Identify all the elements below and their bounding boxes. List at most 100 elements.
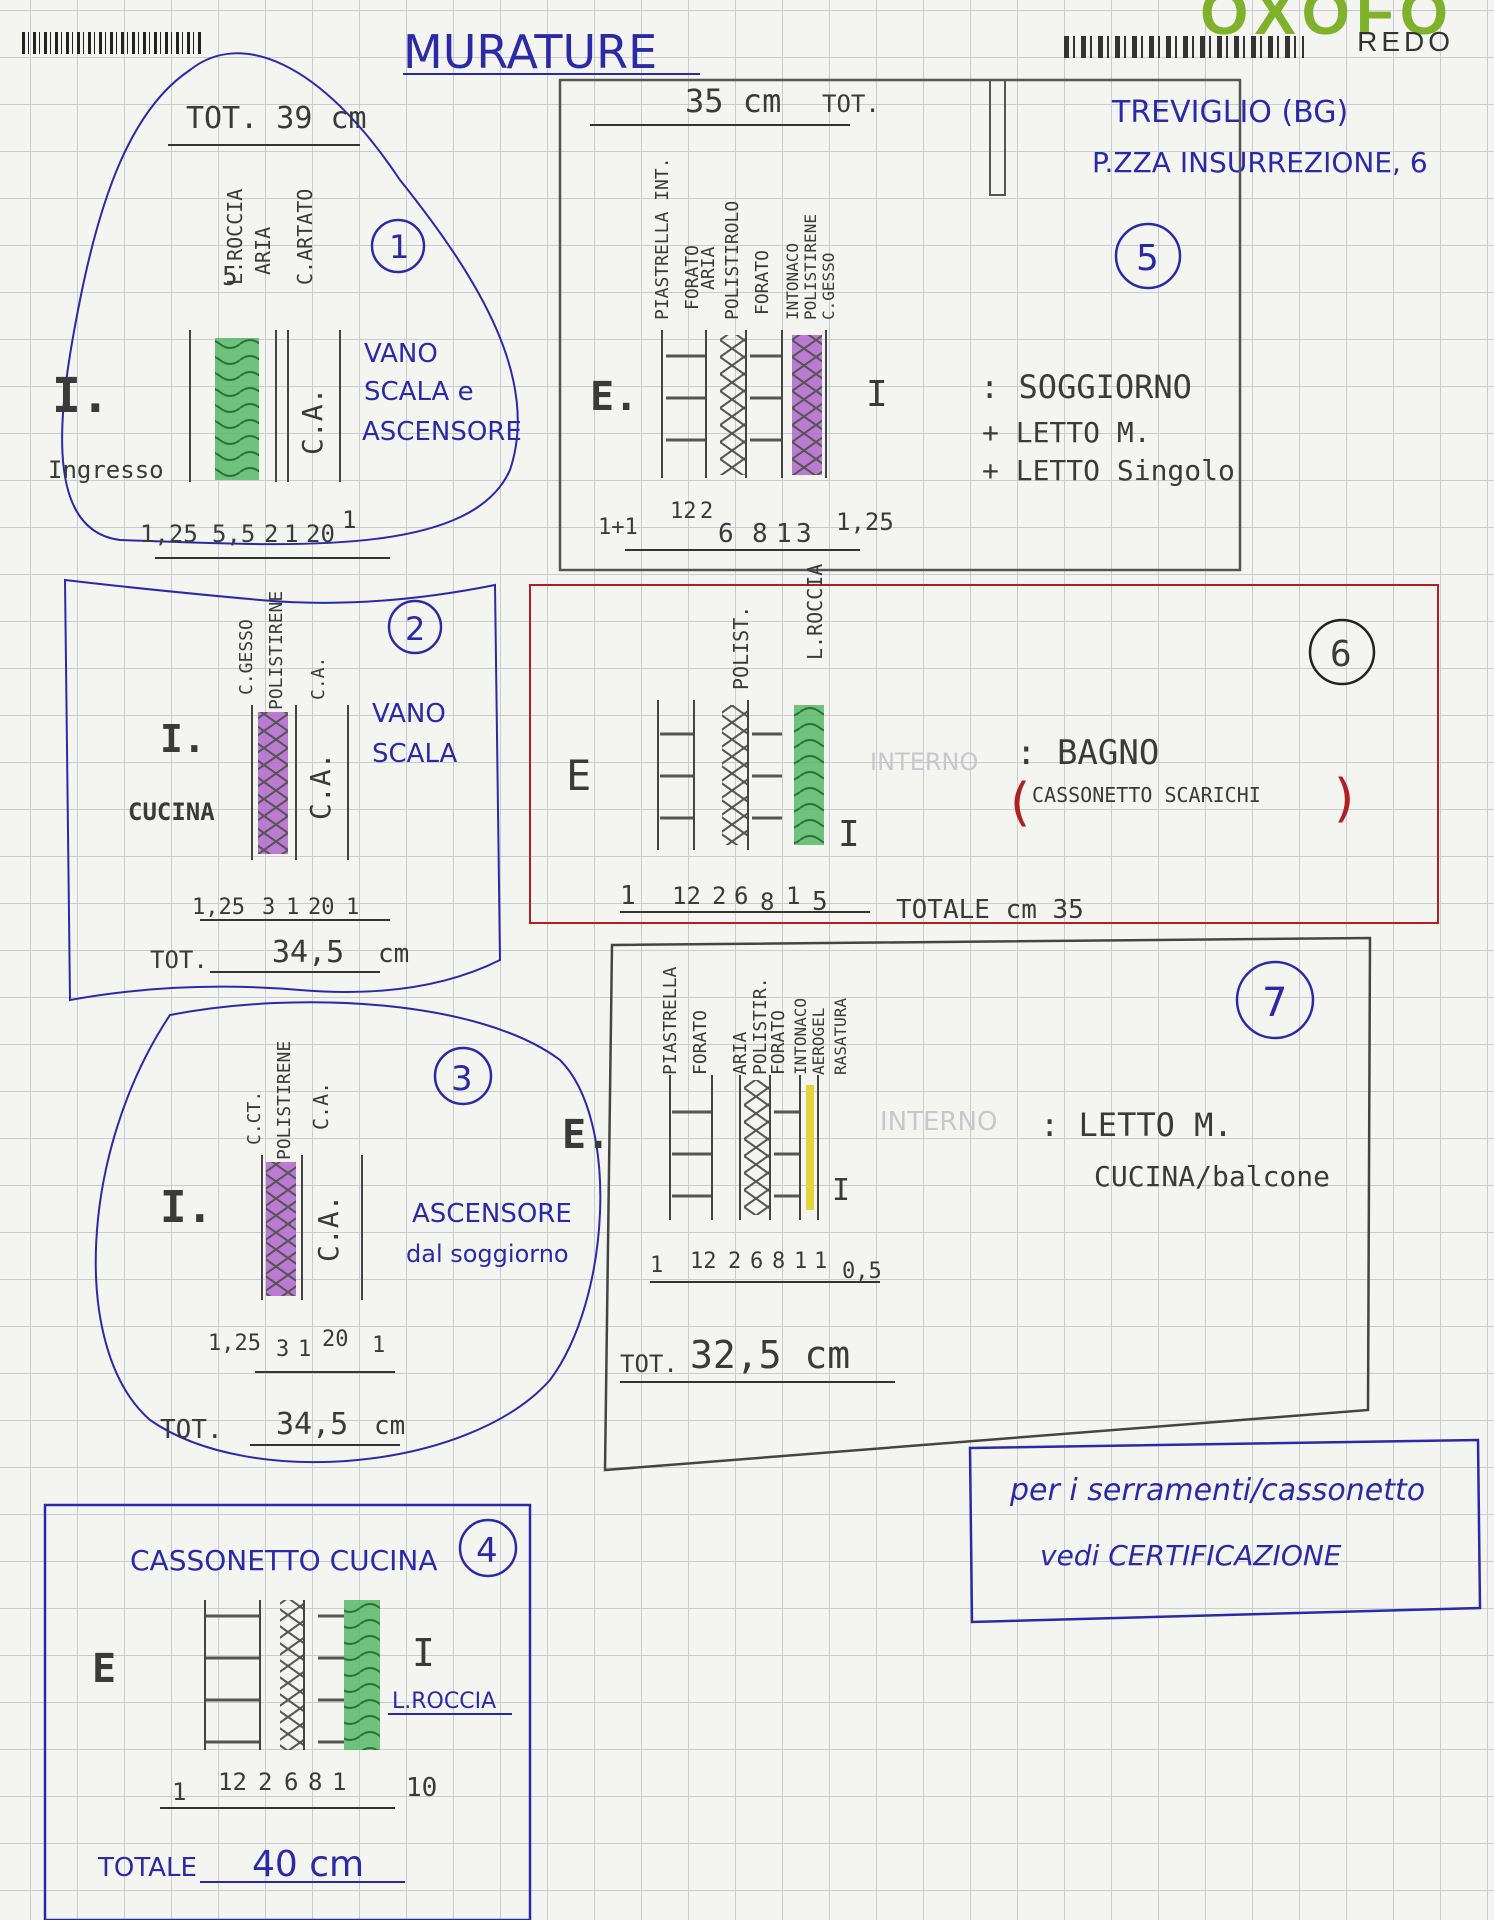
wall-7-dim-5: 8 <box>772 1249 785 1274</box>
wall-7-layer-2: FORATO <box>690 1010 711 1075</box>
wall-5-dim-2: 12 <box>670 499 697 524</box>
wall-6-dim-5: 8 <box>760 888 774 916</box>
wall-1-space-3: ASCENSORE <box>362 417 522 447</box>
wall-7-layer-1: PIASTRELLA <box>660 966 681 1075</box>
wall-6-dim-7: 5 <box>812 887 828 917</box>
wall-7-dim-1: 1 <box>650 1253 663 1278</box>
wall-7-dim-7: 1 <box>814 1249 827 1274</box>
wall-4-inner-label: I <box>412 1631 435 1675</box>
wall-6-faded-text: INTERNO <box>870 748 978 776</box>
wall-5-dim-4: 6 <box>718 519 734 549</box>
wall-4-dim-6: 1 <box>332 1768 346 1796</box>
wall-6-number: 6 <box>1330 634 1352 675</box>
wall-3-dim-3: 1 <box>298 1337 311 1362</box>
wall-3-layer-3: C.A. <box>309 1082 333 1130</box>
wall-7-dim-6: 1 <box>794 1249 807 1274</box>
wall-1-inner-room: Ingresso <box>48 456 164 484</box>
wall-5-room-3: + LETTO Singolo <box>982 454 1235 487</box>
wall-2: 2 C.GESSO POLISTIRENE C.A. I. CUCINA C.A… <box>63 578 502 1002</box>
wall-5-dim-3: 2 <box>700 499 713 524</box>
wall-5-total: 35 cm <box>685 82 781 120</box>
wall-7-layer-4: POLISTIR. <box>750 977 771 1075</box>
wall-2-ca: C.A. <box>304 753 337 820</box>
barcode-icon <box>22 32 204 54</box>
wall-1-dim-3: 2 <box>264 520 278 548</box>
wall-6: 6 POLIST. L.ROCCIA E I INTERNO : BAGNO C… <box>529 564 1439 925</box>
wall-5-layer-8: C.GESSO <box>819 253 838 320</box>
wall-4-total-value: 40 cm <box>252 1844 364 1885</box>
wall-1-total: TOT. 39 cm <box>186 101 367 136</box>
wall-6-dim-2: 12 <box>672 882 701 910</box>
wall-6-dim-3: 2 <box>712 882 726 910</box>
wall-4-title: CASSONETTO CUCINA <box>130 1544 438 1577</box>
wall-2-dim-4: 20 <box>308 895 335 920</box>
wall-1-dim-2: 5,5 <box>212 520 255 548</box>
wall-7-room-2: CUCINA/balcone <box>1094 1160 1330 1193</box>
wall-1: 1 TOT. 39 cm L.ROCCIA ARIA C.ARTATO 5 I.… <box>48 52 522 559</box>
sheet-title: MURATURE <box>403 25 657 79</box>
wall-6-outer-label: E <box>566 751 591 800</box>
wall-3-layer-2: POLISTIRENE <box>274 1041 295 1160</box>
note-box: per i serramenti/cassonetto vedi CERTIFI… <box>968 1438 1482 1624</box>
wall-4-total-label: TOTALE <box>97 1853 197 1883</box>
location-city: TREVIGLIO (BG) <box>1111 95 1348 130</box>
wall-5-layer-6: INTONACO <box>783 243 802 320</box>
wall-3-number: 3 <box>451 1059 473 1099</box>
wall-5-outer-label: E. <box>590 374 638 420</box>
wall-5-dim-8: 1,25 <box>836 508 894 536</box>
wall-7-total-label: TOT. <box>620 1350 678 1378</box>
wall-3-dim-2: 3 <box>276 1337 289 1362</box>
wall-2-dim-2: 3 <box>262 895 275 920</box>
wall-7-dim-8: 0,5 <box>842 1259 882 1284</box>
wall-1-space-2: SCALA e <box>364 377 474 407</box>
wall-4-insulation-label: L.ROCCIA <box>392 1689 496 1714</box>
note-line-1: per i serramenti/cassonetto <box>1009 1473 1425 1508</box>
wall-5: 5 35 cm TOT. PIASTRELLA INT. FORATO ARIA… <box>558 78 1242 572</box>
wall-3-total-value: 34,5 <box>276 1407 348 1442</box>
wall-2-total-unit: cm <box>378 939 409 969</box>
wall-3-dim-5: 1 <box>372 1333 385 1358</box>
wall-3-layer-1: C.CT. <box>244 1091 265 1145</box>
wall-1-dim-5: 20 <box>306 520 335 548</box>
wall-6-dim-4: 6 <box>734 882 748 910</box>
wall-3-space-2: dal soggiorno <box>406 1240 569 1268</box>
wall-7-room-1: : LETTO M. <box>1040 1106 1233 1144</box>
wall-7-layer-6: INTONACO <box>791 998 810 1075</box>
wall-7-dim-2: 12 <box>690 1249 717 1274</box>
wall-2-dim-3: 1 <box>286 895 299 920</box>
wall-7: 7 PIASTRELLA FORATO ARIA POLISTIR. FORAT… <box>562 936 1372 1472</box>
wall-2-number: 2 <box>405 610 425 648</box>
wall-4-dim-4: 6 <box>284 1768 298 1796</box>
wall-2-dim-1: 1,25 <box>192 895 245 920</box>
wall-4-dim-7: 10 <box>406 1773 437 1803</box>
wall-7-total-value: 32,5 cm <box>690 1333 850 1377</box>
wall-5-layer-2: FORATO <box>682 245 703 310</box>
wall-1-layer-2: ARIA <box>251 227 275 275</box>
wall-6-total: TOTALE cm 35 <box>896 895 1084 925</box>
wall-7-inner-label: I <box>832 1173 850 1208</box>
wall-7-dim-4: 6 <box>750 1249 763 1274</box>
wall-3-dim-1: 1,25 <box>208 1331 261 1356</box>
wall-4-dim-1: 1 <box>172 1778 186 1806</box>
wall-5-dim-1: 1+1 <box>598 515 638 540</box>
wall-7-dim-3: 2 <box>728 1249 741 1274</box>
wall-5-number: 5 <box>1136 238 1159 279</box>
wall-6-inner-label: I <box>838 814 860 855</box>
wall-2-inner-label: I. <box>160 717 206 761</box>
wall-5-room-2: + LETTO M. <box>982 416 1151 449</box>
wall-5-dim-7: 3 <box>796 519 812 549</box>
wall-1-number: 1 <box>389 228 409 266</box>
wall-5-total-suffix: TOT. <box>822 90 880 118</box>
wall-6-layer-2: L.ROCCIA <box>803 564 827 660</box>
wall-2-layer-1: C.GESSO <box>236 619 257 695</box>
brand-stripes <box>1064 36 1304 58</box>
wall-7-number: 7 <box>1262 980 1287 1026</box>
wall-5-room-1: : SOGGIORNO <box>980 368 1192 406</box>
wall-4-number: 4 <box>476 1531 498 1571</box>
location-address: P.ZZA INSURREZIONE, 6 <box>1092 146 1428 179</box>
wall-6-dim-6: 1 <box>786 882 800 910</box>
wall-5-dim-5: 8 <box>752 519 768 549</box>
wall-4-dim-3: 2 <box>258 1768 272 1796</box>
wall-1-air-gap: 5 <box>222 262 238 292</box>
wall-7-faded-text: INTERNO <box>880 1107 997 1137</box>
